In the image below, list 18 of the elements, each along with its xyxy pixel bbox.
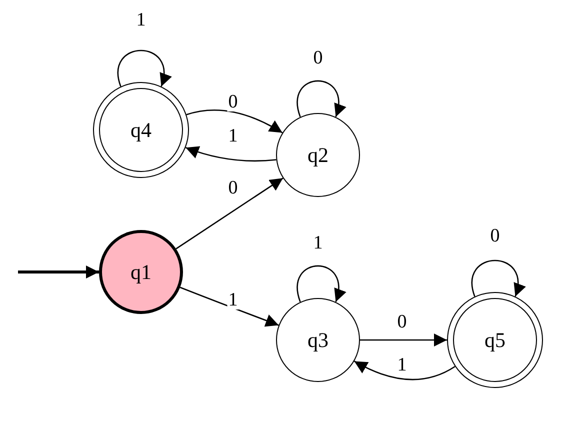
state-circle: q1 xyxy=(99,230,183,314)
transition-arrow xyxy=(296,265,346,302)
accepting-state-circle: q4 xyxy=(93,82,189,178)
state-circle: q2 xyxy=(276,113,360,197)
edge-label: 1 xyxy=(227,290,239,310)
transition-arrow xyxy=(185,146,276,162)
transition-arrow xyxy=(176,178,284,250)
transition-arrow xyxy=(18,266,99,278)
transition-arrow xyxy=(186,110,283,134)
edge-label: 0 xyxy=(227,92,239,112)
transition-arrow xyxy=(471,260,525,297)
transition-arrow xyxy=(117,50,171,87)
transition-arrow xyxy=(296,80,346,118)
transition-arrow xyxy=(354,360,456,380)
transition-arrow xyxy=(180,286,279,327)
transition-arrow xyxy=(360,334,447,346)
state-circle: q3 xyxy=(276,298,360,382)
accepting-state-circle: q5 xyxy=(447,292,543,388)
